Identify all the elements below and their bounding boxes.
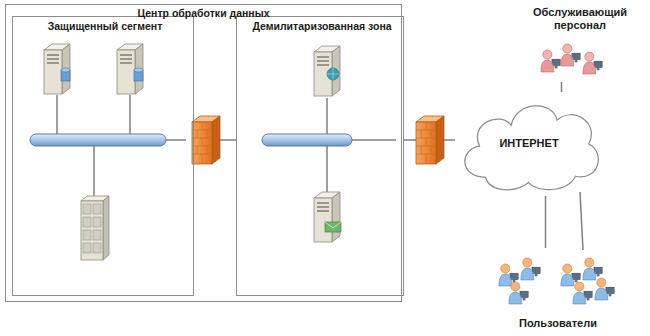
node-label: ИНТЕРНЕТ — [499, 137, 558, 150]
internet-cloud: ИНТЕРНЕТ — [455, 92, 603, 196]
database-icon — [61, 68, 143, 81]
protected-network — [30, 44, 186, 260]
node-label: Пользователи — [519, 317, 597, 332]
network-link — [545, 196, 547, 248]
segment-box: Защищенный сегмент — [12, 16, 194, 296]
dmz-network — [262, 46, 396, 242]
dmz-box: Демилитаризованная зона — [236, 16, 404, 296]
node-label: Демилитаризованная зона — [237, 17, 403, 33]
network-link — [561, 82, 563, 92]
firewall — [416, 116, 444, 164]
users-group: Пользователи — [488, 248, 628, 332]
data-center-box: Центр обработки данныхЗащищенный сегмент… — [5, 4, 402, 302]
firewall — [192, 116, 220, 164]
staff-group: Обслуживающий персонал — [520, 6, 640, 82]
node-label: Центр обработки данных — [137, 5, 269, 20]
node-label: Защищенный сегмент — [13, 17, 193, 33]
node-label: Обслуживающий персонал — [520, 6, 640, 32]
